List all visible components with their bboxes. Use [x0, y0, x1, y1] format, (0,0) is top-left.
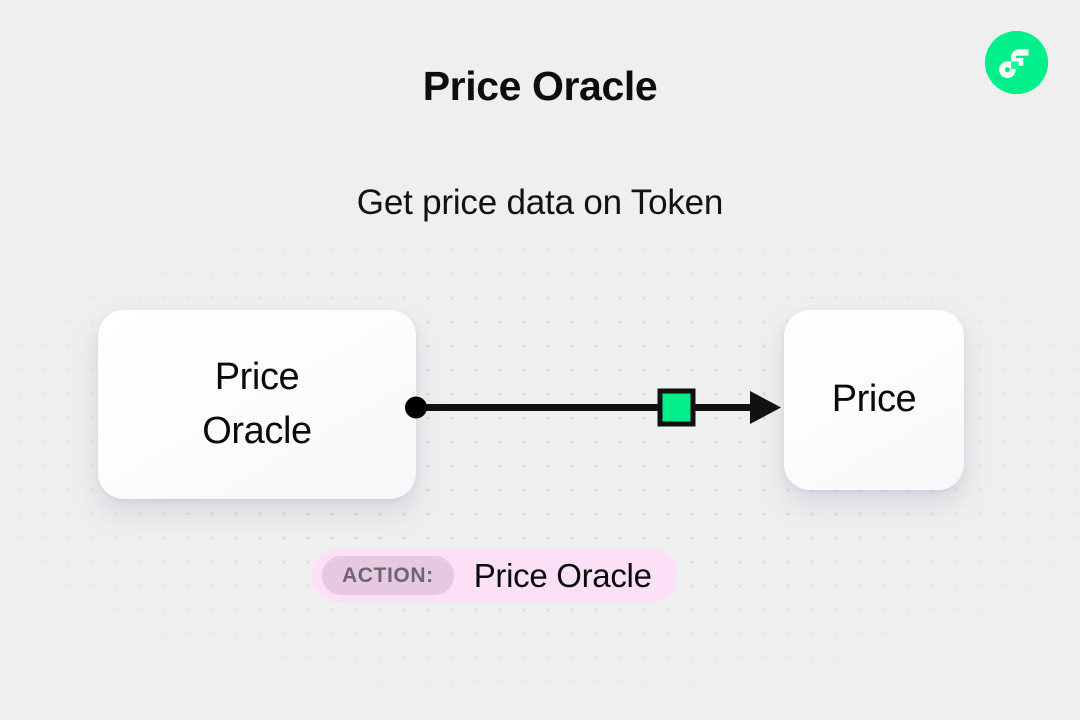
flow-node-price-oracle[interactable]: Price Oracle: [98, 310, 416, 499]
flow-node-source-label: Price Oracle: [202, 355, 312, 452]
page-subtitle: Get price data on Token: [356, 183, 724, 222]
flow-node-target-label: Price: [831, 378, 917, 421]
flow-node-price[interactable]: Price: [784, 310, 964, 490]
action-value: Price Oracle: [473, 556, 652, 594]
connector-midpoint-marker: [657, 388, 696, 427]
action-badge[interactable]: ACTION: Price Oracle: [312, 549, 678, 602]
connector-arrowhead: [750, 391, 781, 424]
connector-start-dot: [405, 396, 427, 419]
flow-connector: [405, 388, 781, 427]
action-chip-label: ACTION:: [322, 556, 454, 595]
page-title: Price Oracle: [422, 63, 658, 109]
flow-logo-icon: [985, 31, 1048, 94]
